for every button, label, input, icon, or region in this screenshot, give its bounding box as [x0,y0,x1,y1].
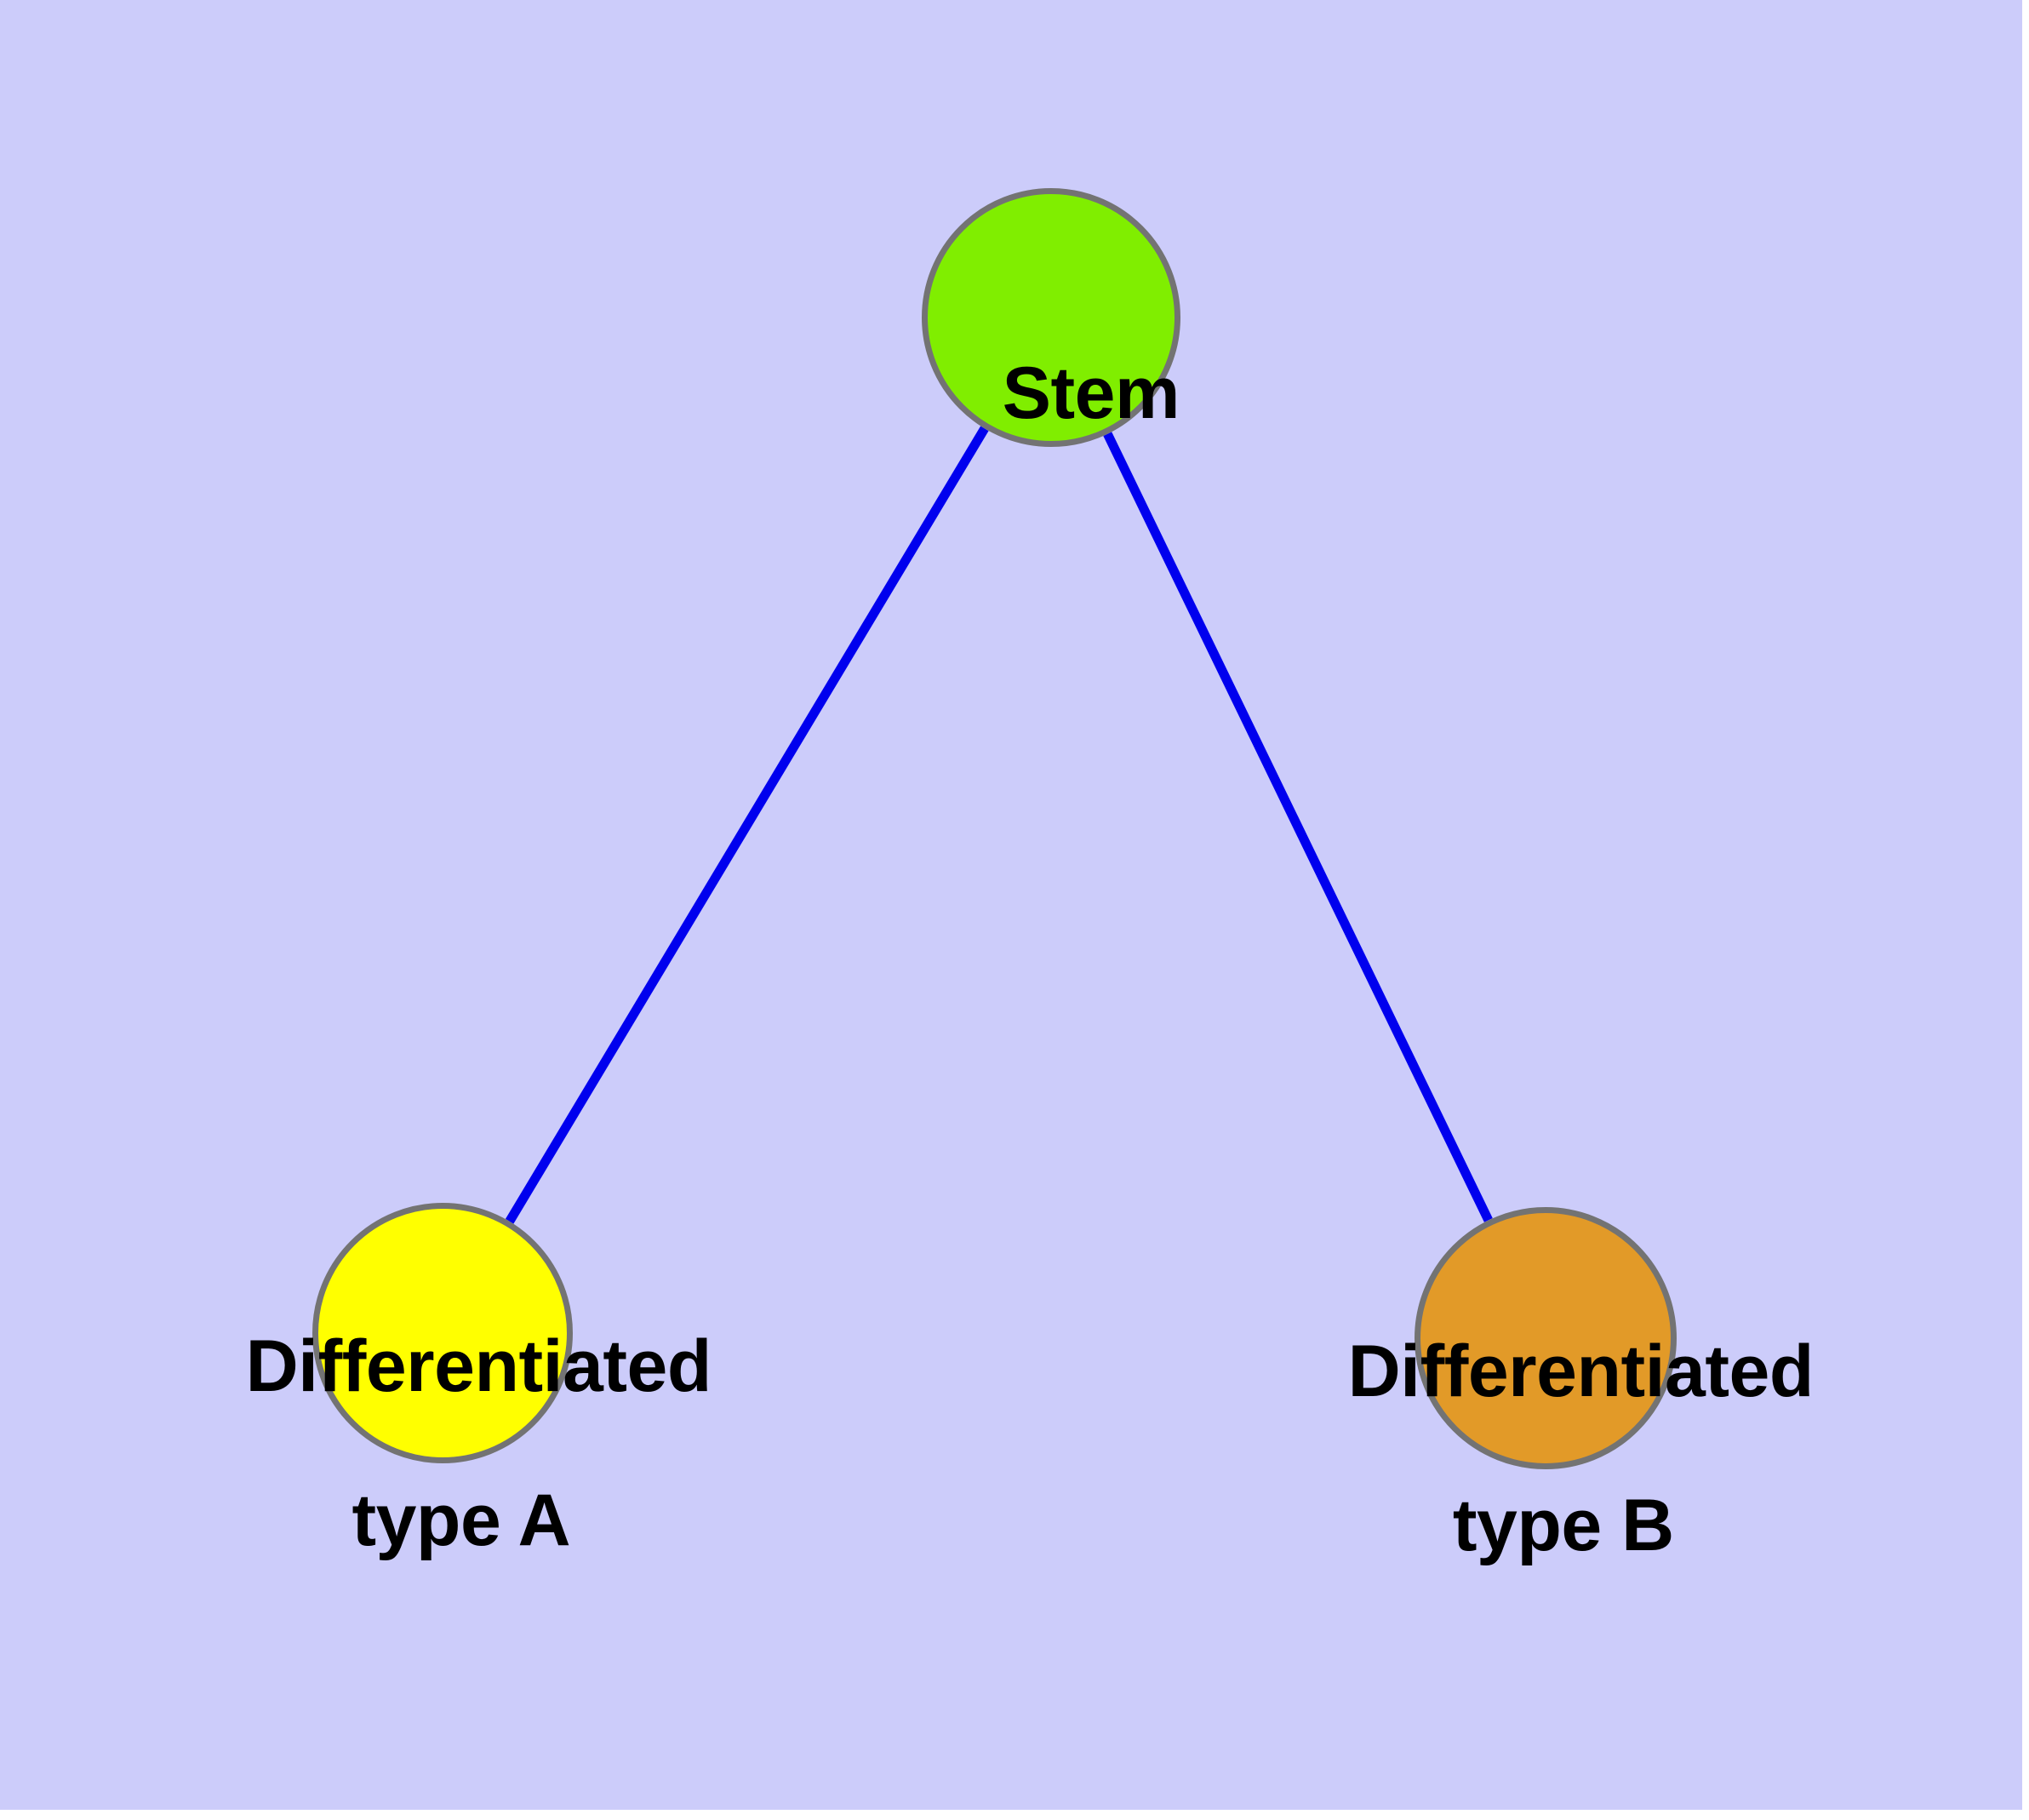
node-layer [312,188,1677,1469]
node-label-diff-b-line2: type B [1452,1484,1674,1566]
edge-stem-diff-b [1103,432,1493,1222]
node-label-diff-a-line1: Differentiated [245,1325,712,1408]
node-differentiated-type-a[interactable] [312,1203,573,1463]
edge-stem-diff-a [505,426,989,1224]
node-label-diff-a-line2: type A [352,1479,571,1561]
node-label-diff-b-line1: Differentiated [1347,1331,1815,1413]
node-stem[interactable] [922,188,1180,447]
node-label-stem: Stem [881,278,1221,509]
edge-layer [505,426,1493,1224]
node-label-differentiated-type-a: Differentiated type A [166,1251,712,1635]
node-label-differentiated-type-b: Differentiated type B [1268,1256,1815,1640]
node-label-stem-text: Stem [1002,352,1180,435]
node-differentiated-type-b[interactable] [1415,1207,1677,1469]
